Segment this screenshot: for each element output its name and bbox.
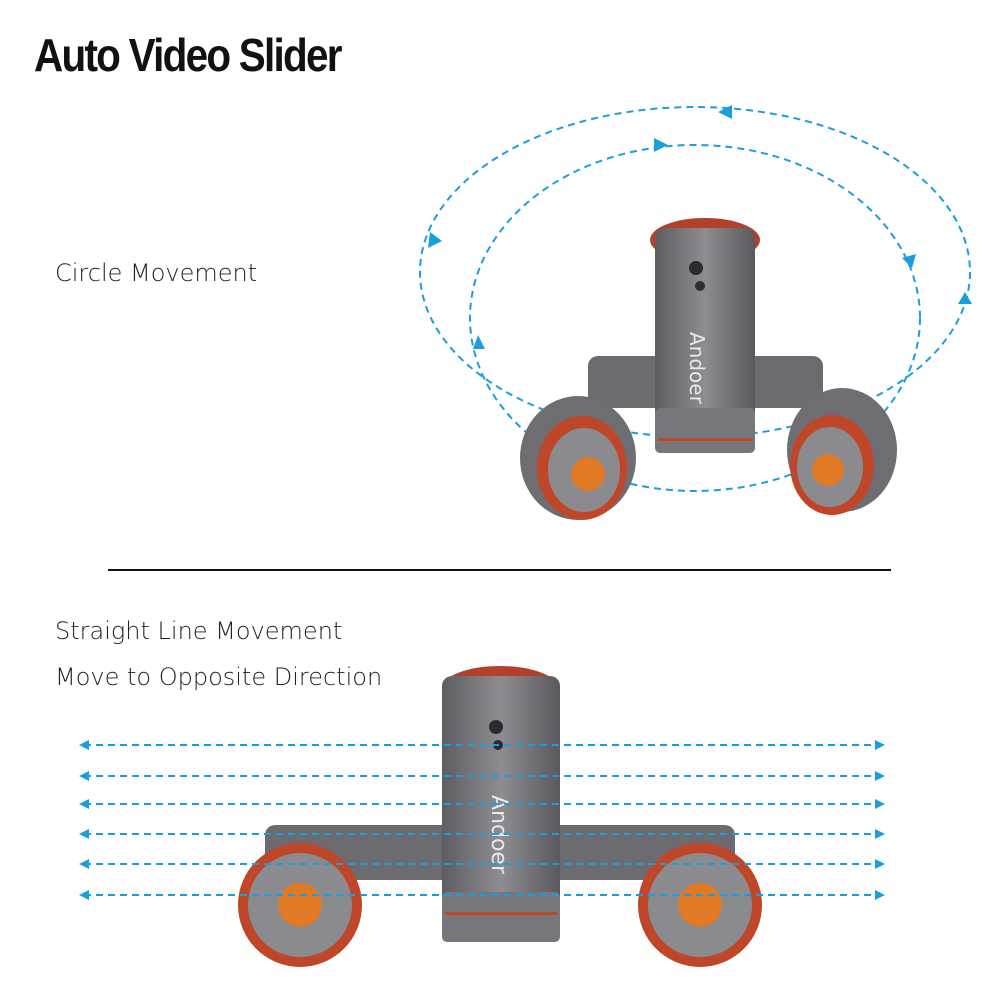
divider — [108, 569, 891, 571]
straight-line-arrows — [79, 740, 885, 900]
dolly-product-straight: Andoer — [238, 666, 762, 967]
brand-logo: Andoer — [685, 332, 709, 405]
opposite-direction-label: Move to Opposite Direction — [55, 663, 383, 691]
right-wheel — [787, 388, 897, 515]
page-title: Auto Video Slider — [34, 29, 342, 81]
straight-movement-label: Straight Line Movement — [55, 617, 343, 645]
left-wheel — [238, 843, 362, 967]
circle-movement-label: Circle Movement — [55, 259, 258, 287]
right-wheel — [638, 843, 762, 967]
circle-arrowheads — [428, 105, 972, 349]
left-wheel — [520, 396, 636, 520]
circle-path-inner — [469, 144, 921, 492]
dolly-product-circle: Andoer — [520, 218, 897, 520]
